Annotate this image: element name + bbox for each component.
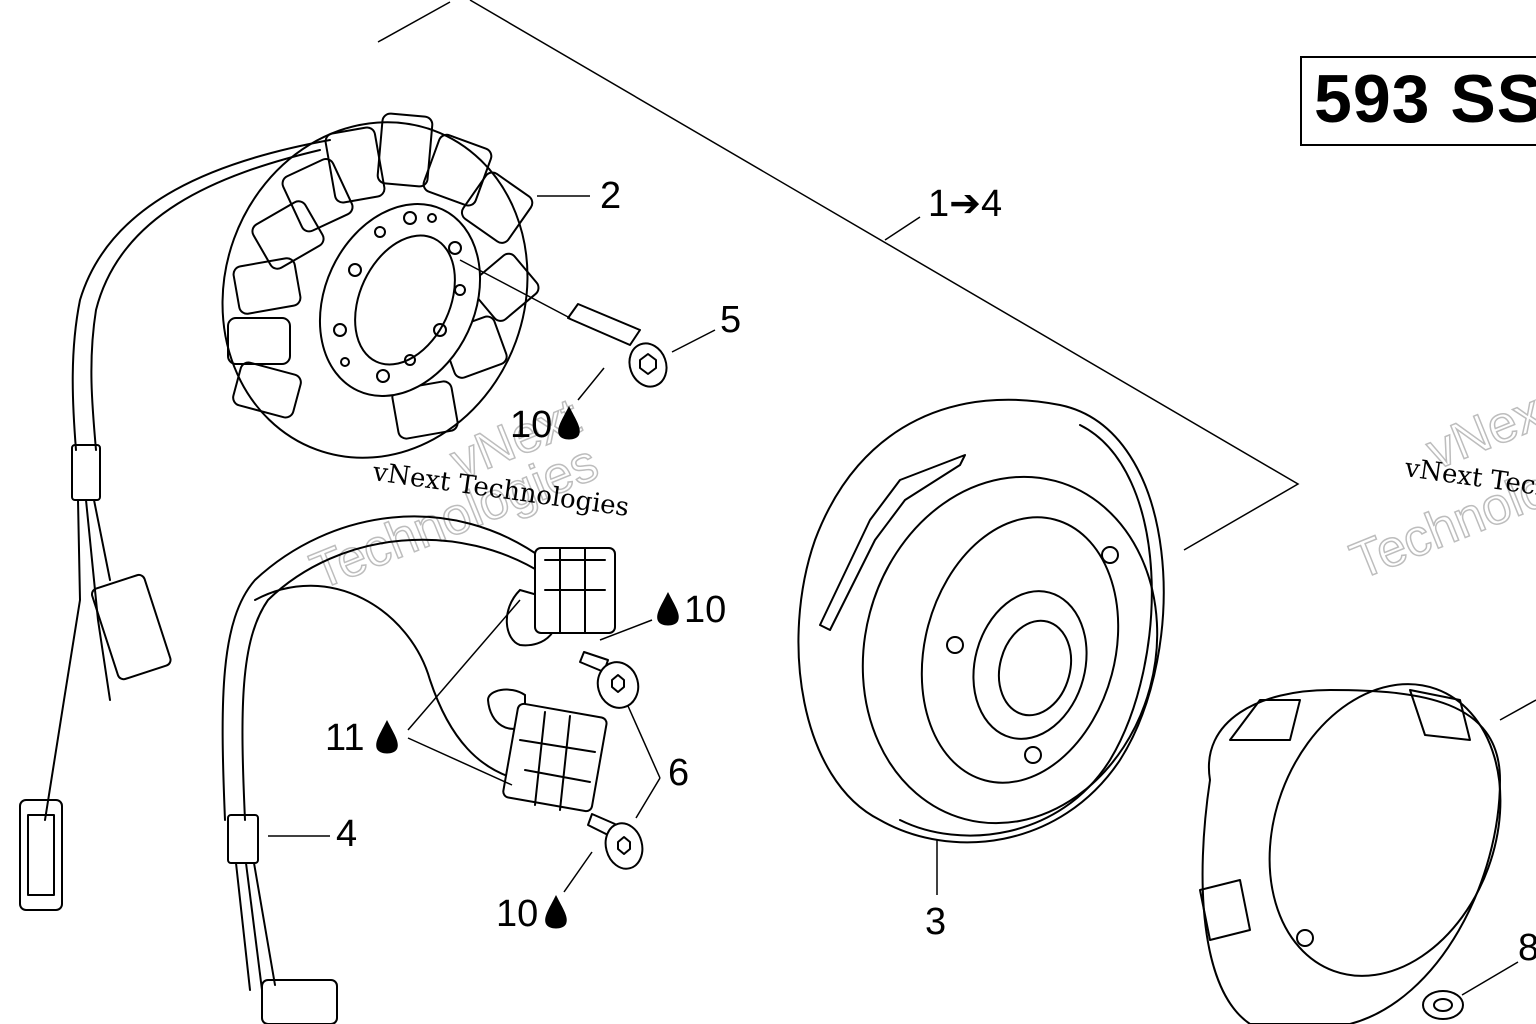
callout-10-bottom: 10 [496,893,538,935]
flywheel-part-3 [797,398,1165,844]
assembly-bracket [377,0,1300,551]
callout-6: 6 [668,752,689,794]
screw-part-6-top [579,651,640,709]
model-badge-text: 593 SS [1314,61,1536,137]
droplet-icon [657,592,679,626]
callout-5: 5 [720,299,741,341]
model-badge: 593 SS [1300,56,1536,146]
droplet-icon [376,720,398,754]
callout-10-mid: 10 [684,589,726,631]
callouts: 2 5 10 1➔4 10 11 6 4 10 3 8 [325,175,1536,969]
stator-part [221,112,540,459]
watermark-right: vNext Technologies vNext Technologies [1342,377,1536,592]
callout-3: 3 [925,901,946,943]
housing-part-8 [1199,683,1502,1024]
bolt-part-5 [459,259,668,388]
callout-1-4: 1➔4 [928,183,1002,225]
droplet-icon [545,895,567,929]
screw-part-6-bottom [587,813,644,870]
callout-11: 11 [325,717,364,759]
trigger-sensor-harness [221,515,616,1024]
stator-harness [19,139,331,911]
callout-4: 4 [336,813,357,855]
callout-10-top: 10 [510,404,552,446]
leader-lines [268,195,1536,996]
callout-8: 8 [1518,927,1536,969]
callout-2: 2 [600,175,621,217]
droplet-icon [558,406,580,440]
